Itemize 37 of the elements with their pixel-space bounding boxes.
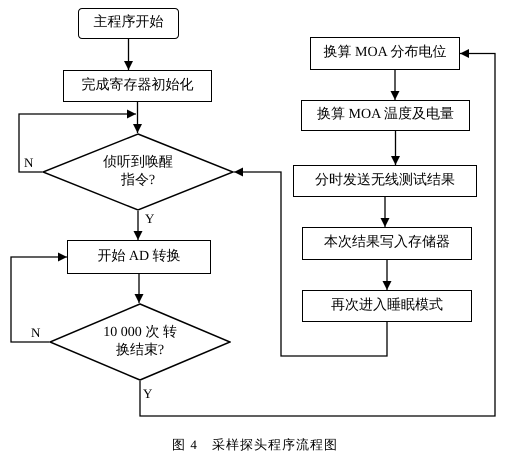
- node-text: 主程序开始: [94, 14, 164, 32]
- process-box: [310, 37, 460, 70]
- node-text: 10 000 次 转换结束?: [102, 324, 178, 360]
- process-box: [63, 70, 212, 102]
- node-text: 侦听到唤醒指令?: [102, 154, 174, 190]
- process-box: [301, 100, 470, 131]
- figure-caption: 图 4 采样探头程序流程图: [171, 436, 339, 454]
- edge-label: N: [24, 156, 34, 169]
- decision-diamond: [49, 303, 231, 381]
- arrow: [391, 131, 400, 165]
- node-text: 开始 AD 转换: [97, 248, 181, 266]
- arrow: [380, 197, 390, 227]
- node-text: 换算 MOA 温度及电量: [317, 106, 454, 124]
- node-text: 本次结果写入存储器: [324, 234, 450, 252]
- arrow: [234, 168, 388, 357]
- node-text: 换算 MOA 分布电位: [324, 44, 446, 62]
- process-box: [302, 290, 472, 322]
- arrow: [124, 39, 133, 70]
- edge-label: Y: [143, 387, 152, 400]
- edge-label: Y: [145, 212, 154, 225]
- arrow: [133, 102, 142, 133]
- arrow: [18, 110, 136, 173]
- start-box: [78, 8, 179, 39]
- arrow: [382, 260, 392, 290]
- process-box: [293, 165, 477, 197]
- arrow: [10, 252, 67, 343]
- node-text: 完成寄存器初始化: [82, 76, 194, 95]
- decision-diamond: [42, 133, 234, 211]
- node-text: 分时发送无线测试结果: [315, 172, 455, 190]
- arrow: [134, 274, 144, 303]
- process-box: [67, 240, 211, 274]
- node-text: 再次进入睡眠模式: [331, 296, 443, 315]
- arrow: [139, 49, 496, 417]
- arrow: [134, 211, 142, 240]
- process-box: [302, 227, 472, 260]
- arrow: [390, 70, 400, 100]
- edge-label: N: [31, 326, 40, 339]
